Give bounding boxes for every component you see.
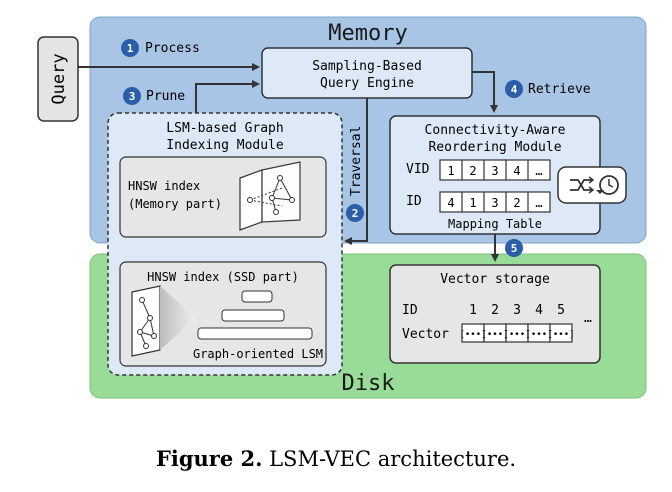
id-cell: …: [535, 196, 542, 210]
step-4-number: 4: [511, 83, 518, 96]
disk-label: Disk: [342, 371, 395, 396]
hnsw-ssd-title: HNSW index (SSD part): [147, 270, 299, 284]
ssd-graph-icon: [131, 285, 196, 357]
query-engine-line1: Sampling-Based: [312, 59, 422, 74]
step-3-badge: [123, 87, 141, 105]
id-label: ID: [406, 194, 422, 209]
id-cell: 4: [447, 196, 454, 210]
vid-cell: 4: [513, 164, 520, 178]
vector-cells: [•••] [•••] [•••] [•••] [•••]: [459, 323, 575, 343]
step-4-badge: [505, 80, 523, 98]
hnsw-memory-line1: HNSW index: [128, 179, 200, 193]
traversal-arrow: [344, 98, 368, 245]
caption-text: LSM-VEC architecture.: [262, 447, 517, 471]
step-3-label: Prune: [146, 89, 185, 104]
retrieve-arrow: [472, 71, 498, 113]
graph-layers-icon: [239, 161, 301, 231]
step-1-label: Process: [145, 41, 200, 56]
step-4-label: Retrieve: [528, 82, 591, 97]
vector-cell: [•••]: [481, 330, 508, 340]
vid-label: VID: [406, 162, 430, 177]
reordering-line1: Connectivity-Aware: [425, 123, 566, 138]
storage-id-label: ID: [402, 303, 418, 318]
storage-id: 2: [491, 303, 499, 318]
step-5-badge: [505, 239, 523, 257]
figure-caption: Figure 2. LSM-VEC architecture.: [0, 446, 672, 471]
vid-cell: 2: [469, 164, 476, 178]
vector-cell: [•••]: [525, 330, 552, 340]
id-cell: 1: [469, 196, 476, 210]
step-2-badge: [346, 204, 364, 222]
vector-ellipsis: …: [584, 311, 592, 326]
hnsw-memory-line2: (Memory part): [128, 197, 222, 211]
query-box: [37, 36, 79, 122]
lsm-module-line2: Indexing Module: [166, 138, 284, 153]
storage-id: 3: [513, 303, 521, 318]
mapping-table-label: Mapping Table: [448, 217, 542, 231]
lsm-module-line1: LSM-based Graph: [166, 121, 283, 136]
reorder-icon: [557, 166, 627, 204]
storage-vector-label: Vector: [402, 327, 449, 342]
storage-id: 4: [535, 303, 543, 318]
id-cell: 2: [513, 196, 520, 210]
step-2-label: Traversal: [349, 126, 364, 196]
storage-id: 1: [469, 303, 477, 318]
id-cell: 3: [491, 196, 498, 210]
vector-cell: [•••]: [547, 330, 574, 340]
vid-cell: …: [535, 164, 542, 178]
step-5-number: 5: [511, 242, 518, 255]
query-label: Query: [49, 53, 69, 104]
vid-row: 1 2 3 4 …: [439, 159, 551, 181]
step-1-number: 1: [127, 42, 134, 55]
reordering-line2: Reordering Module: [428, 140, 561, 155]
id-row: 4 1 3 2 …: [439, 191, 551, 213]
vector-storage-title: Vector storage: [440, 272, 550, 287]
lsm-levels: [197, 290, 313, 340]
vid-cell: 3: [491, 164, 498, 178]
query-engine-line2: Query Engine: [320, 76, 414, 91]
step-2-number: 2: [352, 207, 359, 220]
architecture-diagram: Disk Memory Query Sampling-Based Query E…: [37, 16, 647, 399]
step-1-badge: [121, 39, 139, 57]
lsm-label: Graph-oriented LSM: [193, 347, 323, 361]
vector-cell: [•••]: [459, 330, 486, 340]
vid-cell: 1: [447, 164, 454, 178]
storage-id: 5: [557, 303, 565, 318]
memory-label: Memory: [328, 21, 407, 46]
caption-label: Figure 2.: [155, 446, 263, 471]
vector-cell: [•••]: [503, 330, 530, 340]
step-3-number: 3: [129, 90, 136, 103]
prune-arrow: [195, 80, 260, 113]
